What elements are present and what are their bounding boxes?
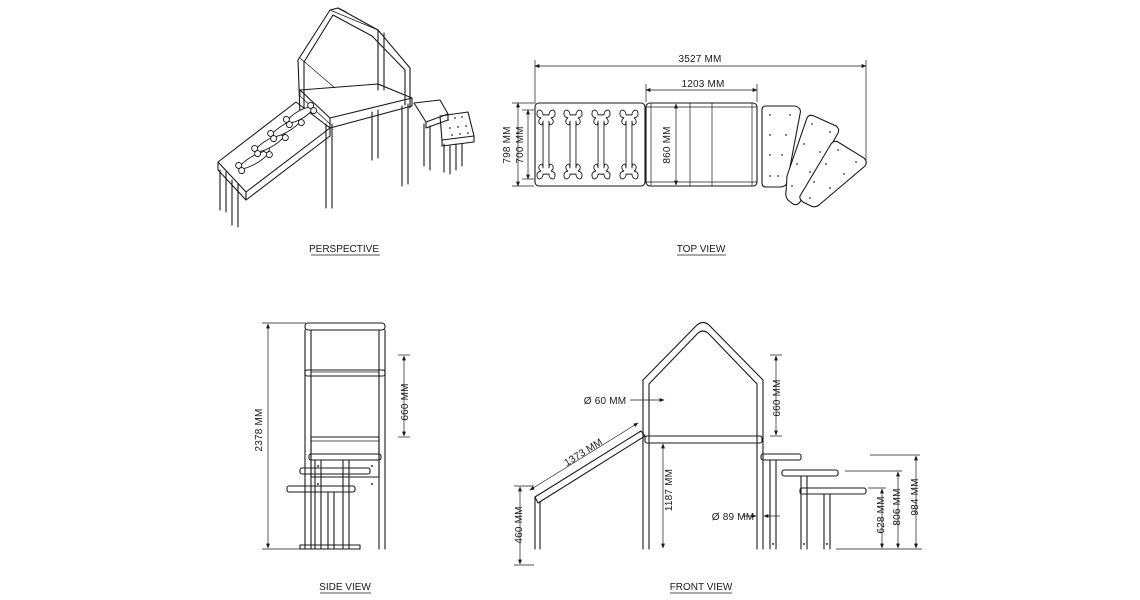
top-deck-length: 1203 MM xyxy=(681,79,724,90)
side-roof-height: 660 MM xyxy=(400,383,411,420)
front-tube-89: Ø 89 MM xyxy=(712,512,755,523)
front-deck-height: 1187 MM xyxy=(664,469,675,511)
top-deck-width: 860 MM xyxy=(662,126,673,163)
front-step-height-3: 984 MM xyxy=(910,478,921,515)
side-total-height: 2378 MM xyxy=(254,408,265,451)
front-ramp-length: 1373 MM xyxy=(562,437,604,469)
perspective-view: PERSPECTIVE xyxy=(217,7,475,256)
front-step-height-1: 628 MM xyxy=(876,496,887,533)
top-ramp-width-outer: 798 MM xyxy=(502,126,513,163)
front-step-height-2: 806 MM xyxy=(892,488,903,525)
perspective-caption: PERSPECTIVE xyxy=(309,244,379,255)
side-caption: SIDE VIEW xyxy=(319,582,371,593)
step-bolt-dots xyxy=(769,114,857,199)
top-overall-length: 3527 MM xyxy=(678,54,721,65)
front-caption: FRONT VIEW xyxy=(670,582,733,593)
front-tube-60: Ø 60 MM xyxy=(584,396,627,407)
front-view: Ø 60 MM 1373 MM 460 MM 1187 MM 660 MM Ø … xyxy=(514,321,922,594)
side-view: 2378 MM 660 MM SIDE VIEW xyxy=(254,322,411,594)
top-ramp-width-inner: 700 MM xyxy=(515,126,526,163)
top-caption: TOP VIEW xyxy=(677,244,726,255)
top-view: 3527 MM 1203 MM 798 MM 700 MM 860 MM xyxy=(502,54,867,256)
front-ramp-low-height: 460 MM xyxy=(514,506,525,543)
front-roof-height: 660 MM xyxy=(772,379,783,416)
